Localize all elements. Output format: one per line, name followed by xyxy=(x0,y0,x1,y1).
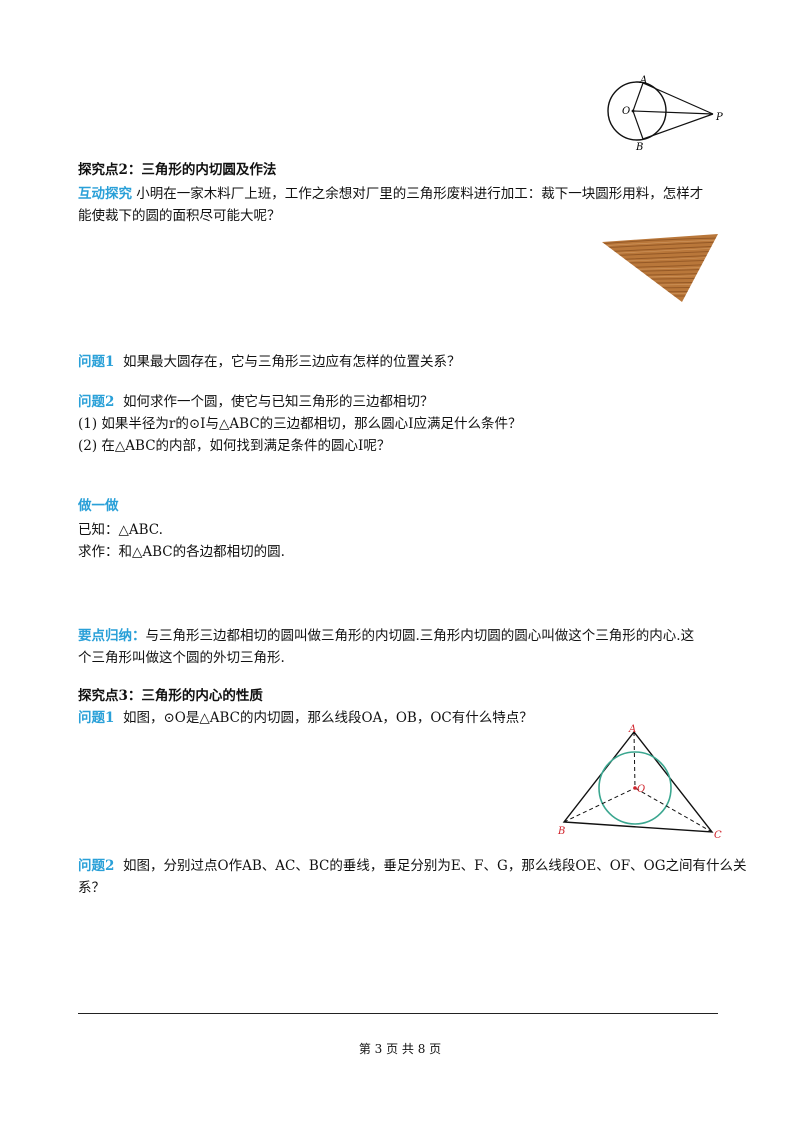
question1-text: 如果最大圆存在，它与三角形三边应有怎样的位置关系？ xyxy=(123,354,461,370)
section3-question1-text: 如图，⊙O是△ABC的内切圆，那么线段OA，OB，OC有什么特点？ xyxy=(123,710,533,726)
wood-triangle-image xyxy=(602,234,718,302)
summary-line2: 个三角形叫做这个圆的外切三角形. xyxy=(78,650,285,666)
section3-question2-label: 问题2 xyxy=(78,858,115,874)
section2-title: 探究点2：三角形的内切圆及作法 xyxy=(78,162,277,178)
tangent-figure: A O P B xyxy=(607,75,723,153)
page-number: 第 3 页 共 8 页 xyxy=(358,1042,442,1056)
doit-title: 做一做 xyxy=(78,498,119,514)
incircle-figure: A O B C xyxy=(557,724,722,841)
tangent-label-p: P xyxy=(715,112,723,123)
section3-question2-line2: 系？ xyxy=(78,880,105,896)
question2-sub2: (2) 在△ABC的内部，如何找到满足条件的圆心I呢？ xyxy=(78,438,391,454)
section3-question1-label: 问题1 xyxy=(78,710,115,726)
doit-construct: 求作：和△ABC的各边都相切的圆. xyxy=(78,544,285,560)
summary-label: 要点归纳： xyxy=(78,628,146,644)
summary-line1: 要点归纳：与三角形三边都相切的圆叫做三角形的内切圆.三角形内切圆的圆心叫做这个三… xyxy=(78,626,694,646)
incircle-label-c: C xyxy=(714,830,722,841)
incircle-label-o: O xyxy=(637,784,645,795)
question1-label: 问题1 xyxy=(78,354,115,370)
footer-rule xyxy=(78,1013,718,1014)
tangent-label-o: O xyxy=(622,106,630,117)
section3-question2-line1: 问题2 如图，分别过点O作AB、AC、BC的垂线，垂足分别为E、F、G，那么线段… xyxy=(78,856,747,876)
section2-question2: 问题2 如何求作一个圆，使它与已知三角形的三边都相切？ xyxy=(78,392,434,412)
question2-sub1: (1) 如果半径为r的⊙I与△ABC的三边都相切，那么圆心I应满足什么条件？ xyxy=(78,416,522,432)
section3-title: 探究点3：三角形的内心的性质 xyxy=(78,688,263,704)
question2-label: 问题2 xyxy=(78,394,115,410)
doit-given: 已知：△ABC. xyxy=(78,522,163,538)
tangent-label-b: B xyxy=(635,142,643,153)
summary-text-1: 与三角形三边都相切的圆叫做三角形的内切圆.三角形内切圆的圆心叫做这个三角形的内心… xyxy=(145,628,695,644)
section3-question1: 问题1 如图，⊙O是△ABC的内切圆，那么线段OA，OB，OC有什么特点？ xyxy=(78,708,533,728)
question2-text: 如何求作一个圆，使它与已知三角形的三边都相切？ xyxy=(123,394,434,410)
incircle-label-b: B xyxy=(557,826,565,837)
interactive-label: 互动探究 xyxy=(78,186,132,202)
section3-question2-text: 如图，分别过点O作AB、AC、BC的垂线，垂足分别为E、F、G，那么线段OE、O… xyxy=(123,858,747,874)
intro-text-1: 小明在一家木料厂上班，工作之余想对厂里的三角形废料进行加工：裁下一块圆形用料，怎… xyxy=(132,186,704,202)
section2-intro-line2: 能使裁下的圆的面积尽可能大呢？ xyxy=(78,208,281,224)
tangent-label-a: A xyxy=(639,75,647,86)
section2-intro-line1: 互动探究 小明在一家木料厂上班，工作之余想对厂里的三角形废料进行加工：裁下一块圆… xyxy=(78,184,703,204)
incircle-label-a: A xyxy=(628,724,636,735)
section2-question1: 问题1 如果最大圆存在，它与三角形三边应有怎样的位置关系？ xyxy=(78,352,461,372)
